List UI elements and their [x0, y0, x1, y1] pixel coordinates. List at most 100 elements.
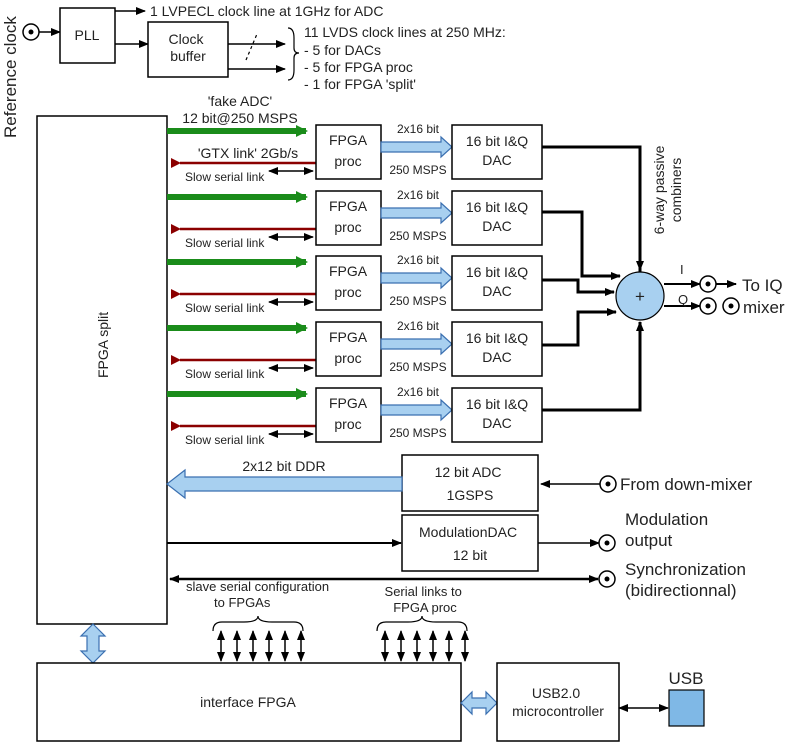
dac-label: DAC [482, 218, 512, 234]
dac-combiner-line [542, 278, 615, 296]
dac-box [451, 190, 543, 246]
dac-combiner-line [542, 210, 621, 280]
slow-serial-label: Slow serial link [185, 367, 265, 381]
moddac-box [401, 514, 539, 572]
fpga-proc-label: proc [334, 284, 361, 300]
fpga-split-box [36, 115, 168, 625]
fpga-split-label: FPGA split [95, 312, 111, 378]
combiners-label: 6-way passive [0, 0, 45, 3]
config-arrows [217, 630, 469, 662]
interface-fpga-box [36, 662, 462, 742]
adc-line: 12 bit ADC [435, 464, 502, 480]
interface-fpga-label: interface FPGA [200, 694, 296, 710]
dac-box [451, 387, 543, 443]
split-interface-bus [79, 623, 107, 664]
lvds-item: - 1 for FPGA 'split' [304, 76, 416, 92]
lvds-item: - 5 for FPGA proc [304, 59, 413, 75]
q-label: Q [678, 292, 688, 307]
serial-links-line: Serial links to [385, 584, 462, 599]
serial-links-line: FPGA proc [393, 600, 457, 615]
dac-label: 16 bit I&Q [466, 133, 528, 149]
dac-label: DAC [482, 349, 512, 365]
sync-line: Synchronization [625, 560, 746, 579]
dac-box [451, 321, 543, 377]
slow-serial-label: Slow serial link [185, 170, 265, 184]
lvds-item: - 5 for DACs [304, 42, 381, 58]
proc-dac-bus [380, 398, 453, 422]
fpga-proc-label: FPGA [329, 329, 368, 345]
fpga-proc-box [315, 255, 382, 311]
dac-label: DAC [482, 283, 512, 299]
slow-serial-label: Slow serial link [185, 236, 265, 250]
combiner-symbol: + [635, 287, 645, 306]
lvpecl-label: 1 LVPECL clock line at 1GHz for ADC [150, 3, 383, 19]
dac-combiner-line [542, 321, 644, 412]
i-label: I [680, 262, 684, 277]
gtx-link-label: 'GTX link' 2Gb/s [198, 145, 298, 161]
to-iq-i-connector-icon[interactable] [699, 275, 717, 293]
adc-ddr-bus [166, 468, 403, 500]
combiners-line: 6-way passive [651, 145, 667, 234]
bus-width-label: 2x16 bit [397, 122, 440, 136]
dac-label: 16 bit I&Q [466, 199, 528, 215]
dac-label: 16 bit I&Q [466, 396, 528, 412]
clock-buffer-box [147, 21, 229, 78]
proc-dac-bus [380, 135, 453, 159]
combiner-plus-icon: + [615, 271, 665, 321]
dac-label: 16 bit I&Q [466, 330, 528, 346]
adc-line: 1GSPS [447, 487, 494, 503]
to-iq-q-connector-icon[interactable] [699, 297, 717, 315]
bus-width-label: 2x16 bit [397, 319, 440, 333]
fpga-proc-label: FPGA [329, 132, 368, 148]
proc-dac-bus [380, 201, 453, 225]
rate-label: 250 MSPS [389, 360, 446, 374]
from-down-mixer-label: From down-mixer [620, 475, 753, 494]
sync-label: Synchronization (bidirectionnal) [625, 560, 751, 600]
modulation-output-label: Modulation output [625, 510, 713, 550]
fpga-proc-label: proc [334, 416, 361, 432]
fpga-proc-row: Slow serial link FPGA proc 2x16 bit 250 MSPS… [167, 319, 543, 381]
usb-uc-label: USB2.0 microcontroller [512, 685, 604, 719]
fpga-proc-box [315, 387, 382, 443]
fake-adc-label: 'fake ADC' [208, 93, 272, 109]
usb-uc-box [496, 662, 620, 742]
pll-label: PLL [75, 27, 100, 43]
reference-clock-connector-icon[interactable] [22, 23, 40, 41]
sync-connector-icon[interactable] [598, 570, 616, 588]
dac-combiner-line [542, 145, 644, 271]
down-mixer-connector-icon[interactable] [599, 475, 617, 493]
moddac-line: ModulationDAC [419, 524, 517, 540]
dac-label: 16 bit I&Q [466, 264, 528, 280]
modulation-output-line: Modulation [625, 510, 708, 529]
moddac-line: 12 bit [453, 547, 487, 563]
dac-box [451, 255, 543, 311]
lvds-header: 11 LVDS clock lines at 250 MHz: [304, 24, 506, 40]
clock-buffer-label: Clock buffer [169, 31, 208, 64]
fpga-proc-label: FPGA [329, 263, 368, 279]
clock-buffer-line: Clock [169, 31, 205, 47]
modulation-output-connector-icon[interactable] [598, 534, 616, 552]
usb-connector-icon[interactable] [668, 689, 705, 727]
fpga-proc-label: proc [334, 219, 361, 235]
mixer-connector-icon[interactable] [722, 297, 740, 315]
interface-usb-bus [460, 690, 498, 716]
slave-config-line: to FPGAs [214, 595, 271, 610]
usb-uc-line: USB2.0 [532, 685, 580, 701]
fpga-proc-box [315, 124, 382, 180]
serial-links-label: Serial links to FPGA proc [385, 584, 466, 615]
bus-width-label: 2x16 bit [397, 188, 440, 202]
fpga-proc-label: proc [334, 350, 361, 366]
reference-clock-label: Reference clock [1, 16, 20, 138]
moddac-label: ModulationDAC 12 bit [419, 524, 521, 563]
sync-line: (bidirectionnal) [625, 581, 737, 600]
dac-box [451, 124, 543, 180]
dac-label: DAC [482, 415, 512, 431]
fake-adc-rate-label: 12 bit@250 MSPS [182, 110, 297, 126]
dac-combiner-line [542, 308, 617, 347]
